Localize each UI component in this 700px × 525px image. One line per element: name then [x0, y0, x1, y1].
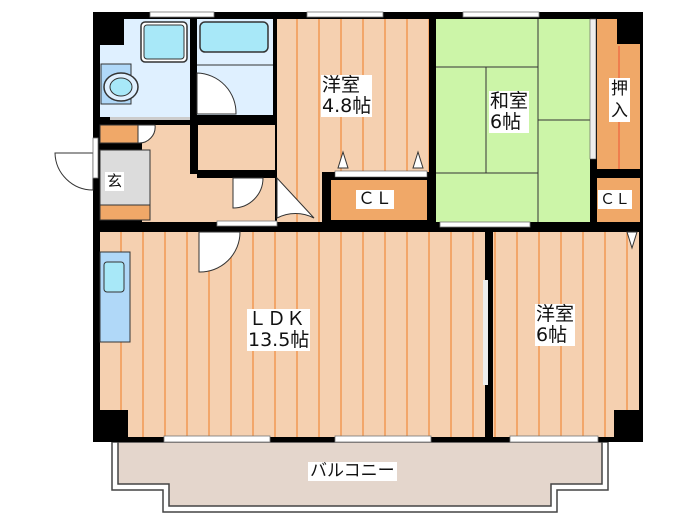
room-name: 洋室 [536, 303, 575, 325]
room-size: 6帖 [490, 111, 522, 133]
oshiire-char-2: 入 [611, 101, 628, 121]
entrance-label: 玄 [105, 172, 125, 191]
oshiire-char-1: 押 [611, 79, 628, 99]
room-size: 13.5帖 [248, 329, 310, 351]
room-size: 4.8帖 [322, 95, 372, 117]
room-name: 和室 [490, 90, 529, 112]
closet-label-2: ＣＬ [598, 190, 633, 209]
closet-label-1: ＣＬ [356, 189, 394, 209]
room-size: 6帖 [536, 324, 568, 346]
room-name: ＬＤＫ [248, 308, 306, 330]
balcony-label: バルコニー [308, 461, 397, 481]
room-name: 洋室 [322, 74, 361, 96]
oshiire-label: 押入 [609, 78, 630, 122]
